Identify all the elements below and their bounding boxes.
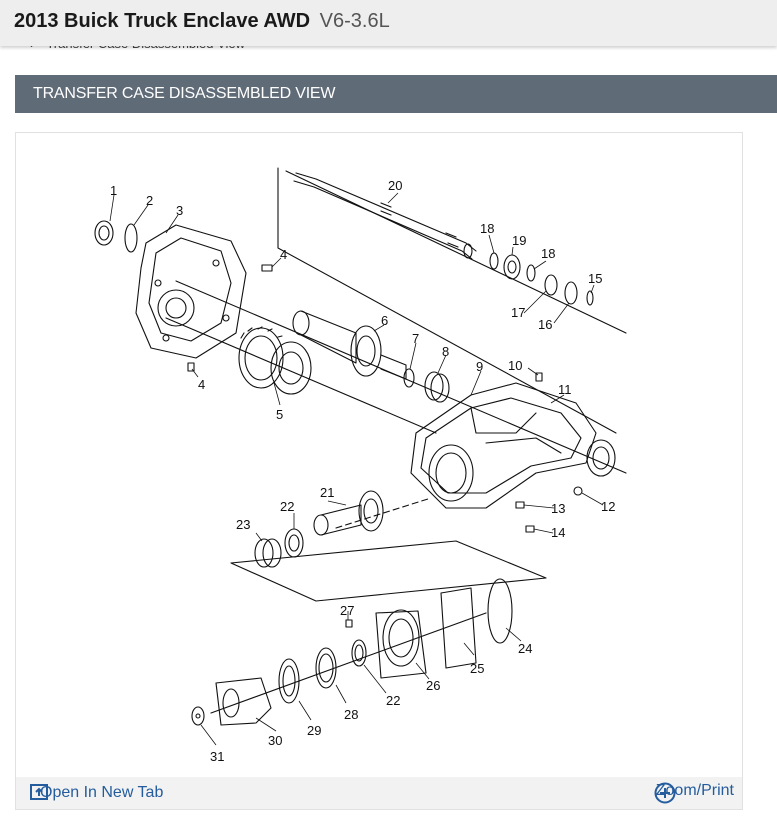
callout-22b: 22 (386, 693, 400, 708)
callout-4a: 4 (280, 247, 287, 262)
callout-5: 5 (276, 407, 283, 422)
callout-27: 27 (340, 603, 354, 618)
callout-1: 1 (110, 183, 117, 198)
zoom-print-link[interactable]: Zoom/Print (654, 782, 734, 804)
page-title: 2013 Buick Truck Enclave AWD V6-3.6L (14, 10, 390, 33)
callout-2: 2 (146, 193, 153, 208)
callout-16: 16 (538, 317, 552, 332)
callout-11: 11 (558, 382, 572, 397)
open-new-tab-label: Open In New Tab (40, 784, 164, 801)
callout-17: 17 (511, 305, 525, 320)
diagram-footer: Open In New Tab Zoom/Print (16, 777, 742, 809)
callout-30: 30 (268, 733, 282, 748)
callout-26: 26 (426, 678, 440, 693)
diagram-panel: 1 2 3 4 4 5 6 7 8 9 10 11 12 13 14 15 16… (15, 132, 743, 810)
callout-21: 21 (320, 485, 334, 500)
transfer-case-diagram[interactable]: 1 2 3 4 4 5 6 7 8 9 10 11 12 13 14 15 16… (16, 133, 742, 777)
vehicle-name: 2013 Buick Truck Enclave AWD (14, 10, 311, 32)
callout-28: 28 (344, 707, 358, 722)
callout-7: 7 (412, 331, 419, 346)
callout-9: 9 (476, 359, 483, 374)
callout-23: 23 (236, 517, 250, 532)
callout-22a: 22 (280, 499, 294, 514)
section-header: TRANSFER CASE DISASSEMBLED VIEW (15, 75, 777, 113)
open-new-tab-link[interactable]: Open In New Tab (30, 784, 163, 802)
vehicle-header: 2013 Buick Truck Enclave AWD V6-3.6L (0, 0, 777, 46)
callout-14: 14 (551, 525, 565, 540)
callout-12: 12 (601, 499, 615, 514)
callout-29: 29 (307, 723, 321, 738)
callout-31: 31 (210, 749, 224, 764)
callout-18a: 18 (480, 221, 494, 236)
section-title: TRANSFER CASE DISASSEMBLED VIEW (33, 85, 336, 102)
callout-8: 8 (442, 344, 449, 359)
callout-18b: 18 (541, 246, 555, 261)
callout-25: 25 (470, 661, 484, 676)
callout-19: 19 (512, 233, 526, 248)
engine-label: V6-3.6L (319, 10, 390, 32)
callout-4b: 4 (198, 377, 205, 392)
callout-6: 6 (381, 313, 388, 328)
callout-3: 3 (176, 203, 183, 218)
callout-15: 15 (588, 271, 602, 286)
zoom-print-label: Zoom/Print (655, 782, 734, 799)
callout-10: 10 (508, 358, 522, 373)
callout-24: 24 (518, 641, 532, 656)
callout-13: 13 (551, 501, 565, 516)
callout-20: 20 (388, 178, 402, 193)
